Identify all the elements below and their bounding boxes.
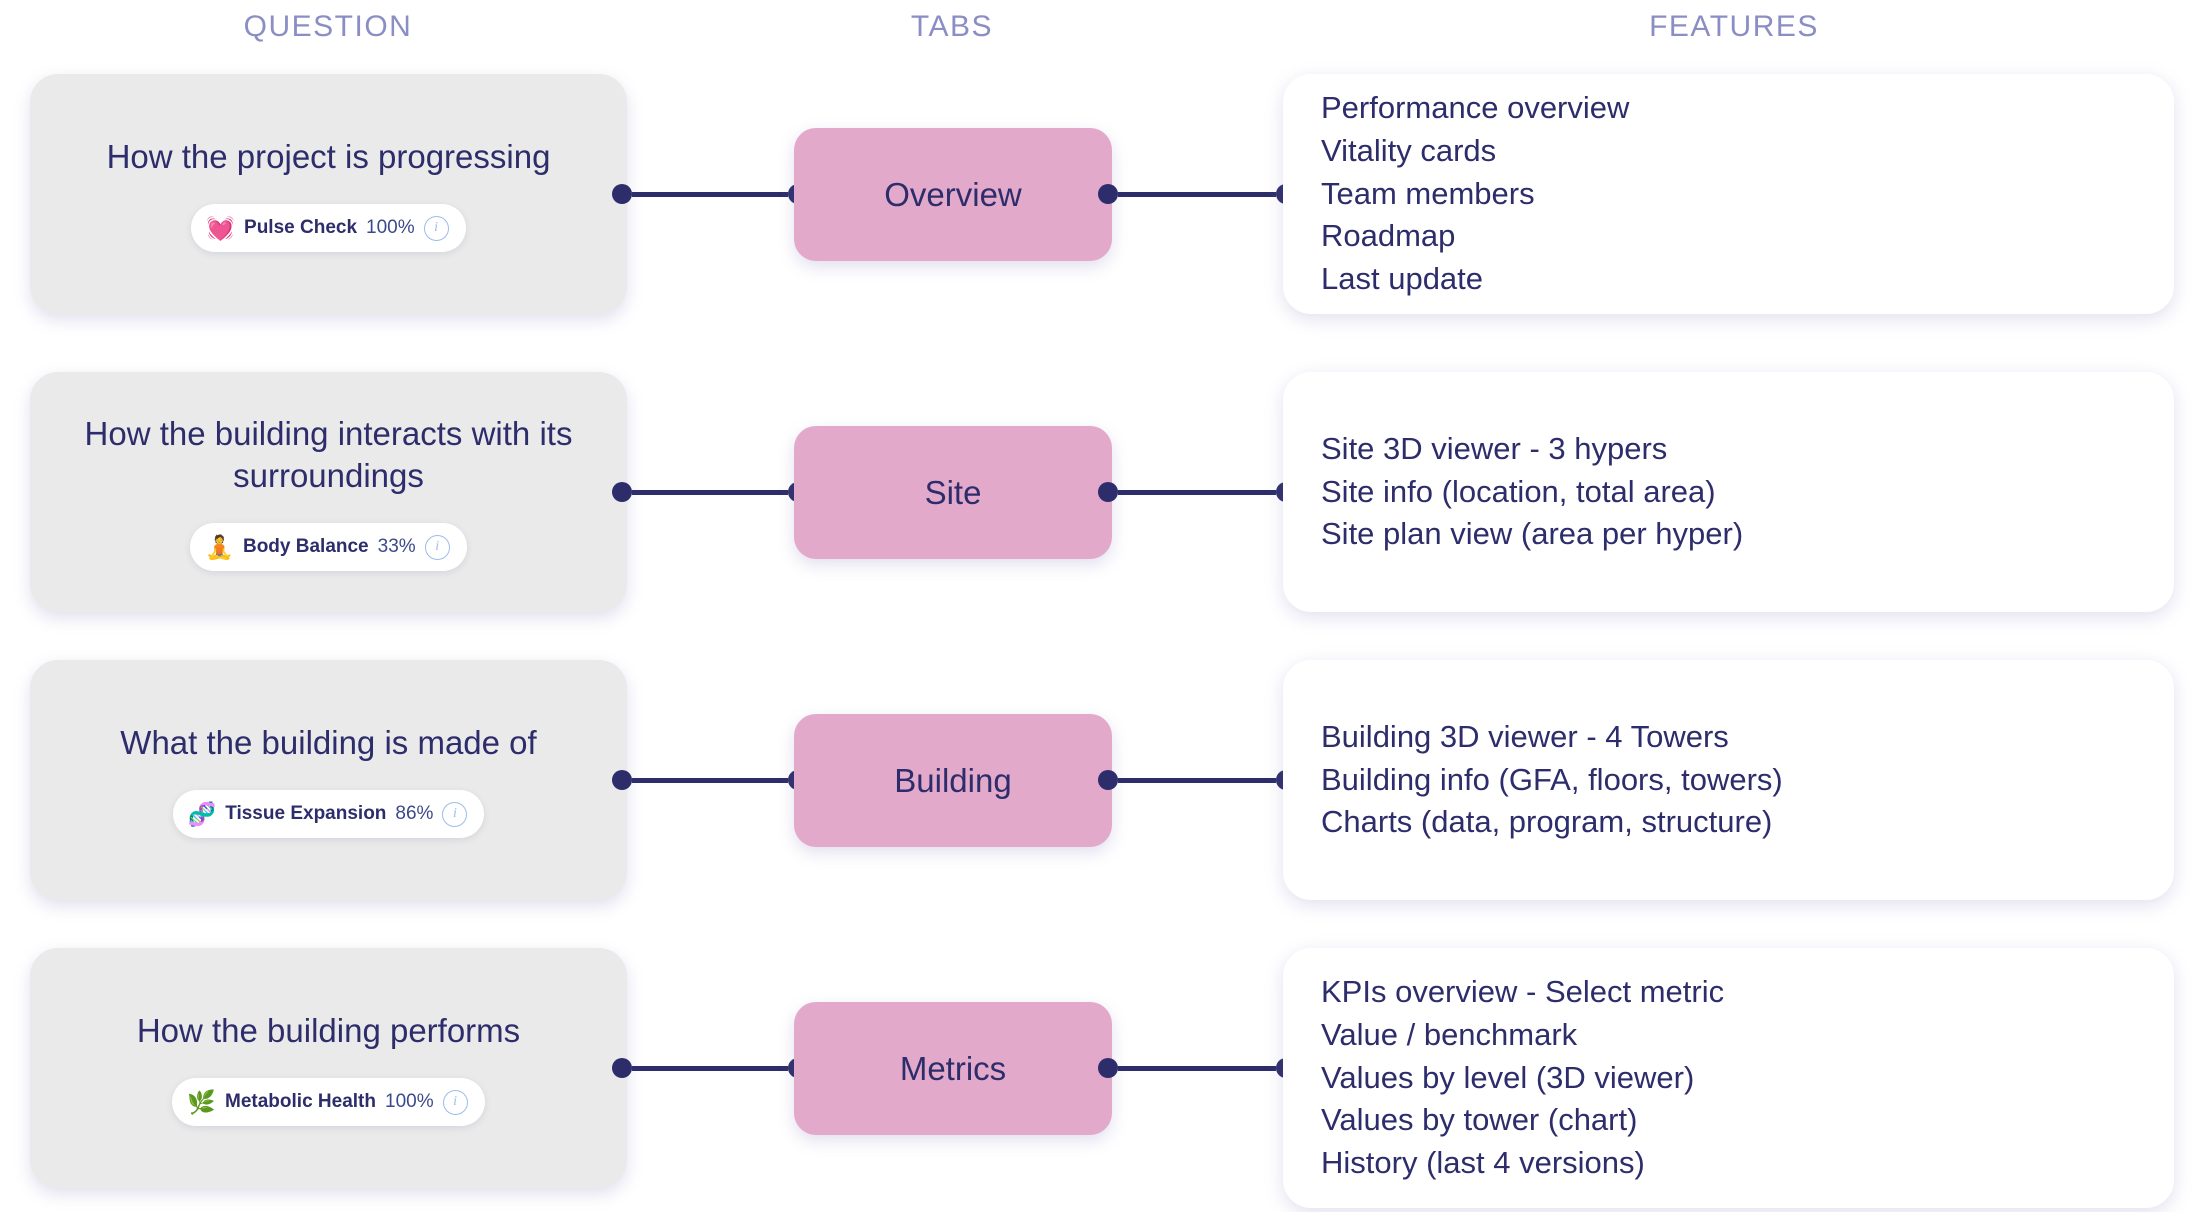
- question-card[interactable]: How the project is progressing 💓 Pulse C…: [30, 74, 627, 314]
- feature-item: Team members: [1321, 175, 1535, 211]
- connector-question-to-tab: [612, 1058, 808, 1078]
- vitality-badge[interactable]: 💓 Pulse Check 100% i: [191, 204, 466, 253]
- connector-line: [632, 191, 788, 197]
- tab-label: Metrics: [899, 1049, 1007, 1087]
- beating-heart-icon: 💓: [206, 214, 236, 241]
- vitality-badge[interactable]: 🧬 Tissue Expansion 86% i: [172, 790, 485, 839]
- connector-line: [632, 1065, 788, 1071]
- info-icon[interactable]: i: [423, 215, 449, 241]
- question-text: How the building interacts with its surr…: [84, 414, 573, 494]
- badge-value: 100%: [385, 1091, 434, 1113]
- feature-item: Values by tower (chart): [1321, 1102, 1638, 1138]
- feature-item: Vitality cards: [1321, 132, 1497, 168]
- connector-line: [632, 489, 788, 495]
- connector-tab-to-features: [1098, 184, 1296, 204]
- connector-dot: [612, 482, 632, 502]
- feature-item: KPIs overview - Select metric: [1321, 974, 1725, 1010]
- connector-question-to-tab: [612, 184, 808, 204]
- feature-item: Site 3D viewer - 3 hypers: [1321, 430, 1668, 466]
- connector-dot: [612, 1058, 632, 1078]
- vitality-badge[interactable]: 🧘 Body Balance 33% i: [190, 523, 467, 572]
- features-card[interactable]: Performance overview Vitality cards Team…: [1283, 74, 2174, 314]
- feature-item: Building info (GFA, floors, towers): [1321, 761, 1783, 797]
- features-card[interactable]: KPIs overview - Select metric Value / be…: [1283, 948, 2174, 1208]
- connector-question-to-tab: [612, 770, 808, 790]
- tab-box[interactable]: Building: [794, 714, 1112, 847]
- tab-label: Site: [924, 473, 982, 511]
- connector-tab-to-features: [1098, 1058, 1296, 1078]
- question-text: How the project is progressing: [106, 137, 551, 175]
- connector-line: [1118, 1065, 1276, 1071]
- feature-item: History (last 4 versions): [1321, 1145, 1645, 1181]
- column-headers: QUESTION TABS FEATURES: [0, 0, 2202, 62]
- info-icon[interactable]: i: [442, 801, 468, 827]
- tab-box[interactable]: Metrics: [794, 1002, 1112, 1135]
- badge-label: Body Balance: [242, 536, 369, 558]
- person-lotus-position-icon: 🧘: [205, 533, 234, 560]
- feature-item: Value / benchmark: [1321, 1016, 1578, 1052]
- connector-dot: [1098, 482, 1118, 502]
- connector-dot: [1098, 1058, 1118, 1078]
- tab-box[interactable]: Overview: [794, 128, 1112, 261]
- feature-item: Performance overview: [1321, 90, 1630, 126]
- info-icon[interactable]: i: [442, 1089, 468, 1115]
- feature-item: Roadmap: [1321, 218, 1456, 254]
- tab-label: Overview: [884, 175, 1022, 213]
- question-text: How the building performs: [136, 1011, 521, 1049]
- connector-line: [1118, 489, 1276, 495]
- feature-item: Building 3D viewer - 4 Towers: [1321, 718, 1729, 754]
- info-icon[interactable]: i: [424, 534, 450, 560]
- badge-label: Tissue Expansion: [225, 803, 387, 825]
- features-card[interactable]: Building 3D viewer - 4 Towers Building i…: [1283, 660, 2174, 900]
- question-card[interactable]: How the building interacts with its surr…: [30, 372, 627, 612]
- mapping-row: How the building interacts with its surr…: [0, 372, 2202, 612]
- connector-line: [1118, 191, 1276, 197]
- connector-line: [632, 777, 788, 783]
- connector-dot: [612, 184, 632, 204]
- tab-box[interactable]: Site: [794, 426, 1112, 559]
- vitality-badge[interactable]: 🌿 Metabolic Health 100% i: [172, 1078, 485, 1127]
- connector-tab-to-features: [1098, 770, 1296, 790]
- badge-value: 100%: [366, 217, 415, 239]
- feature-item: Charts (data, program, structure): [1321, 804, 1773, 840]
- badge-label: Pulse Check: [244, 217, 358, 239]
- mapping-row: How the building performs 🌿 Metabolic He…: [0, 948, 2202, 1208]
- feature-item: Last update: [1321, 261, 1484, 297]
- question-text: What the building is made of: [120, 723, 537, 761]
- question-card[interactable]: How the building performs 🌿 Metabolic He…: [30, 948, 627, 1188]
- badge-value: 86%: [395, 803, 434, 825]
- connector-tab-to-features: [1098, 482, 1296, 502]
- feature-item: Site plan view (area per hyper): [1321, 516, 1744, 552]
- badge-value: 33%: [377, 536, 416, 558]
- tab-label: Building: [894, 761, 1012, 799]
- mapping-row: How the project is progressing 💓 Pulse C…: [0, 74, 2202, 314]
- dna-icon: 🧬: [187, 800, 217, 827]
- features-card[interactable]: Site 3D viewer - 3 hypers Site info (loc…: [1283, 372, 2174, 612]
- badge-label: Metabolic Health: [225, 1091, 376, 1113]
- connector-line: [1118, 777, 1276, 783]
- mapping-row: What the building is made of 🧬 Tissue Ex…: [0, 660, 2202, 900]
- column-header-features: FEATURES: [1649, 10, 1819, 43]
- connector-dot: [1098, 770, 1118, 790]
- feature-item: Values by level (3D viewer): [1321, 1059, 1695, 1095]
- feature-item: Site info (location, total area): [1321, 473, 1716, 509]
- question-card[interactable]: What the building is made of 🧬 Tissue Ex…: [30, 660, 627, 900]
- herb-leaf-icon: 🌿: [187, 1088, 217, 1115]
- connector-question-to-tab: [612, 482, 808, 502]
- connector-dot: [1098, 184, 1118, 204]
- column-header-tabs: TABS: [910, 10, 994, 43]
- connector-dot: [612, 770, 632, 790]
- column-header-question: QUESTION: [243, 10, 413, 43]
